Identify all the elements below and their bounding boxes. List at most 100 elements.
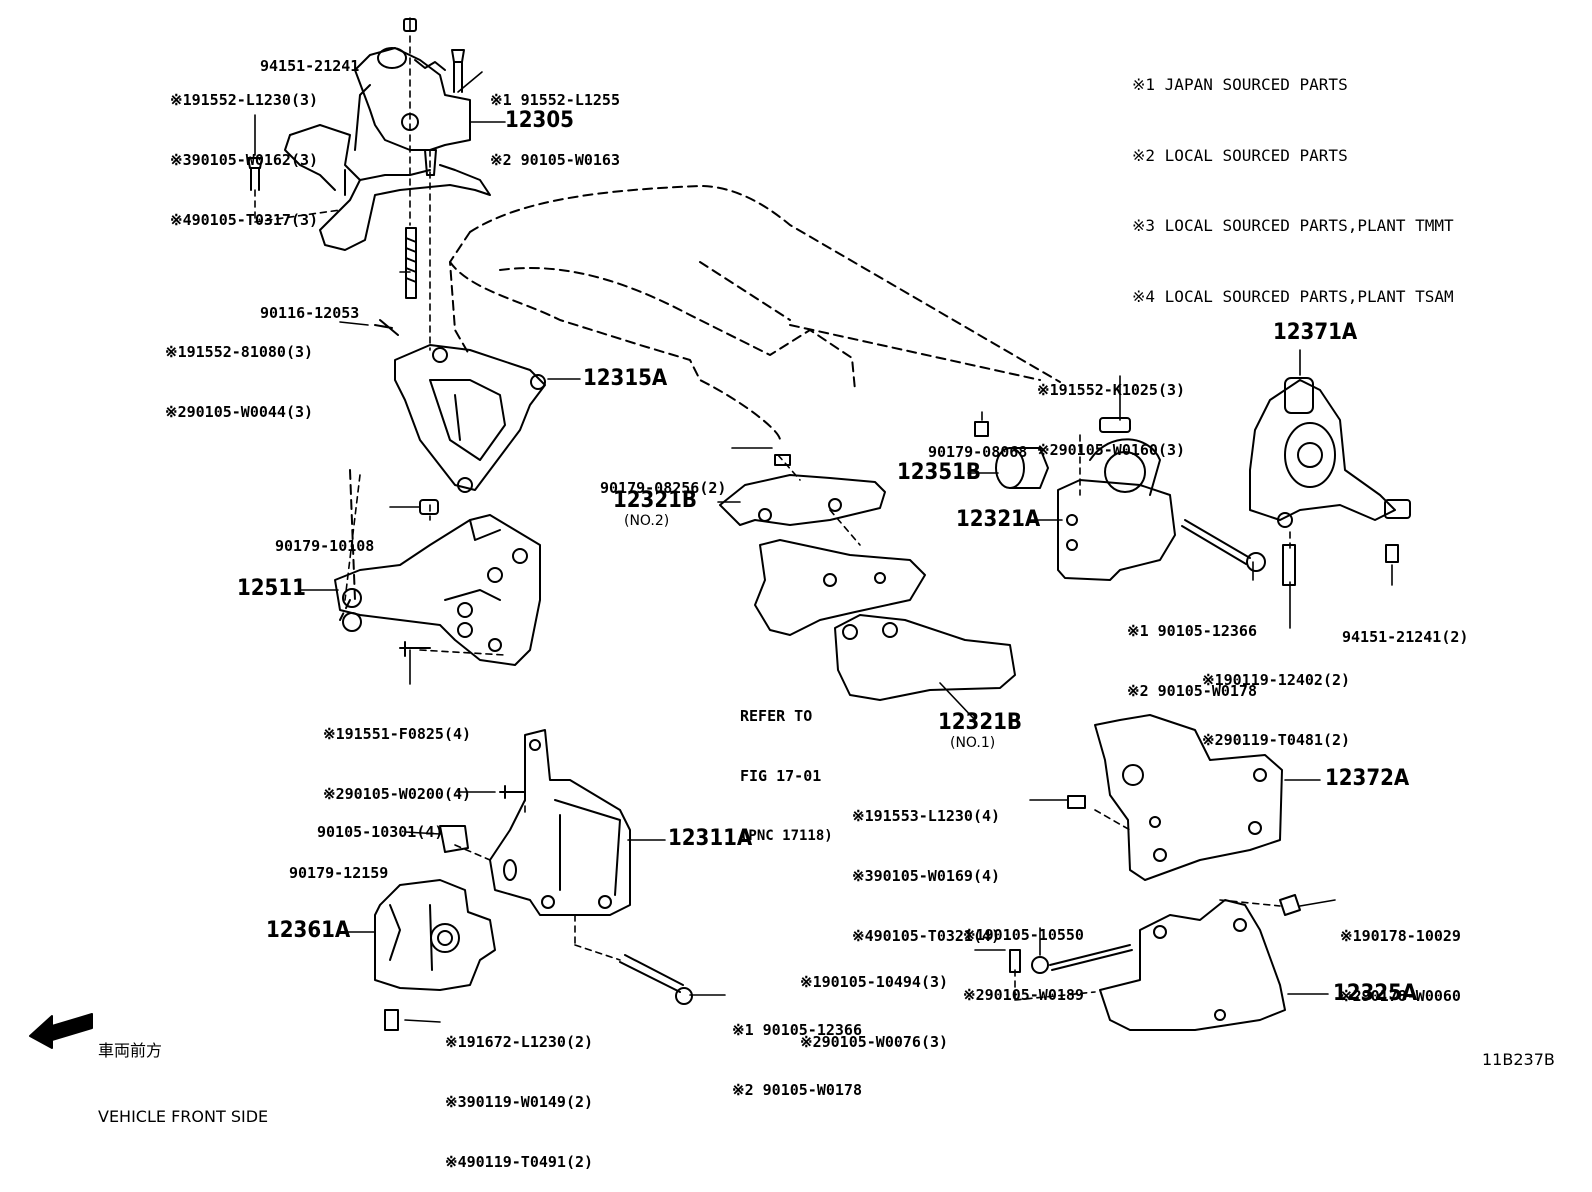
ref-12371A[interactable]: 12371A	[1273, 320, 1358, 345]
sub-label-no1: (NO.1)	[950, 735, 996, 751]
source-legend: ※1 JAPAN SOURCED PARTS ※2 LOCAL SOURCED …	[1132, 26, 1454, 332]
part-number[interactable]: ※290105-W0076(3)	[800, 1033, 949, 1051]
ref-12321B-no2[interactable]: 12321B	[613, 488, 697, 513]
ref-12372A[interactable]: 12372A	[1325, 766, 1410, 791]
part-number[interactable]: 94151-21241(2)	[1342, 628, 1469, 646]
part-number-callout[interactable]: ※191552-K1025(3) ※290105-W0160(3)	[1037, 340, 1185, 480]
bolts-12305	[247, 18, 465, 299]
part-number-callout[interactable]: 94151-21241	[260, 16, 359, 96]
part-number[interactable]: ※190105-10550	[963, 926, 1084, 944]
part-number[interactable]: ※1 90105-12366	[732, 1021, 862, 1039]
part-number-callout[interactable]: 90179-12159	[289, 823, 388, 903]
ref-12305[interactable]: 12305	[505, 108, 574, 133]
part-12325A-bracket	[1009, 894, 1301, 1031]
part-number[interactable]: 94151-21241	[260, 57, 360, 75]
part-number[interactable]: ※490105-T0321(4)	[852, 927, 1001, 945]
part-number-callout[interactable]: 94151-21241(2)	[1342, 587, 1468, 667]
ref-12321B-no1[interactable]: 12321B	[938, 710, 1022, 735]
ref-12361A[interactable]: 12361A	[266, 918, 351, 943]
part-number[interactable]: ※290105-W0160(3)	[1037, 441, 1186, 459]
vehicle-front-note: 車両前方 VEHICLE FRONT SIDE	[98, 996, 268, 1150]
ref-12311A[interactable]: 12311A	[668, 826, 753, 851]
part-number-callout[interactable]: 90116-12053	[260, 263, 359, 343]
part-number[interactable]: ※191552-81080(3)	[165, 343, 314, 361]
part-number-callout[interactable]: ※191552-L1230(3) ※390105-W0162(3) ※49010…	[170, 50, 318, 250]
part-number[interactable]: ※290178-W0060	[1340, 987, 1461, 1005]
part-number[interactable]: ※190119-12402(2)	[1202, 671, 1351, 689]
part-number[interactable]: ※190178-10029	[1340, 927, 1461, 945]
ref-12321A[interactable]: 12321A	[956, 507, 1041, 532]
part-number[interactable]: 90116-12053	[260, 304, 360, 322]
part-number[interactable]: ※190105-10494(3)	[800, 973, 949, 991]
part-number-callout[interactable]: ※1 91552-L1255 ※2 90105-W0163	[490, 50, 620, 190]
front-note-jp: 車両前方	[98, 1041, 163, 1060]
part-number-callout[interactable]: 90179-08068	[928, 402, 1027, 482]
diagram-code: 11B237B	[1482, 1050, 1555, 1069]
part-number[interactable]: 90179-10108	[275, 537, 375, 555]
part-number-callout[interactable]: ※190105-10550 ※290105-W0189	[963, 885, 1084, 1025]
part-number[interactable]: ※191552-L1230(3)	[170, 91, 319, 109]
part-number-callout[interactable]: ※191552-81080(3) ※290105-W0044(3)	[165, 302, 313, 442]
part-number[interactable]: ※191551-F0825(4)	[323, 725, 472, 743]
part-number-callout[interactable]: ※1 90105-12366 ※2 90105-W0178	[732, 980, 862, 1120]
part-number[interactable]: ※390119-W0149(2)	[445, 1093, 594, 1111]
part-number-callout[interactable]: ※191672-L1230(2) ※390119-W0149(2) ※49011…	[445, 992, 593, 1192]
part-number[interactable]: ※390105-W0162(3)	[170, 151, 319, 169]
part-12321B-no2	[719, 454, 886, 526]
ref-12511[interactable]: 12511	[237, 576, 306, 601]
part-number[interactable]: ※191672-L1230(2)	[445, 1033, 594, 1051]
part-number[interactable]: ※490105-T0317(3)	[170, 211, 319, 229]
engine-mount-exploded-diagram	[29, 17, 1411, 1049]
part-number-callout[interactable]: 90179-10108	[275, 496, 374, 576]
part-number[interactable]: 90179-08256(2)	[600, 479, 727, 497]
part-number[interactable]: ※290105-W0044(3)	[165, 403, 314, 421]
part-number-callout[interactable]: ※1 90105-12366 ※2 90105-W0178	[1127, 581, 1257, 721]
part-12321B-no1	[834, 614, 1016, 701]
part-number[interactable]: ※390105-W0169(4)	[852, 867, 1001, 885]
part-number-callout[interactable]: 90105-10301(4)	[317, 782, 443, 862]
refer-note-line: (PNC 17118)	[740, 828, 833, 844]
part-number-callout[interactable]: 90179-08256(2)	[600, 438, 726, 518]
part-number[interactable]: 90179-08068	[928, 443, 1028, 461]
part-number[interactable]: 90105-10301(4)	[317, 823, 444, 841]
refer-note-line: REFER TO	[740, 707, 813, 725]
part-12311A-bracket	[439, 729, 693, 1005]
part-number[interactable]: 90179-12159	[289, 864, 389, 882]
part-number[interactable]: ※2 90105-W0163	[490, 151, 620, 169]
part-number-callout[interactable]: ※191551-F0825(4) ※290105-W0200(4)	[323, 684, 471, 824]
part-12511-bracket	[334, 514, 541, 666]
sub-label-no2: (NO.2)	[624, 513, 670, 529]
part-number[interactable]: ※1 90105-12366	[1127, 622, 1257, 640]
legend-item: ※2 LOCAL SOURCED PARTS	[1132, 145, 1348, 165]
part-number-callout[interactable]: ※190119-12402(2) ※290119-T0481(2)	[1202, 630, 1350, 770]
leader-lines	[254, 17, 1393, 1023]
part-number[interactable]: ※290119-T0481(2)	[1202, 731, 1351, 749]
part-number[interactable]: ※2 90105-W0178	[1127, 682, 1257, 700]
legend-item: ※4 LOCAL SOURCED PARTS,PLANT TSAM	[1132, 286, 1454, 306]
vehicle-front-arrow-icon	[29, 1013, 93, 1049]
ref-12351B[interactable]: 12351B	[897, 460, 981, 485]
part-12315A-bracket	[374, 319, 546, 515]
part-number[interactable]: ※2 90105-W0178	[732, 1081, 862, 1099]
ref-12315A[interactable]: 12315A	[583, 366, 668, 391]
legend-item: ※1 JAPAN SOURCED PARTS	[1132, 75, 1348, 94]
part-12305-bracket	[284, 47, 491, 251]
part-number-callout[interactable]: ※190105-10494(3) ※290105-W0076(3)	[800, 932, 948, 1072]
part-number-callout[interactable]: ※191553-L1230(4) ※390105-W0169(4) ※49010…	[852, 766, 1000, 966]
part-number[interactable]: ※490119-T0491(2)	[445, 1153, 594, 1171]
ref-12325A[interactable]: 12325A	[1333, 981, 1418, 1006]
part-number[interactable]: ※290105-W0200(4)	[323, 785, 472, 803]
part-number[interactable]: ※290105-W0189	[963, 986, 1084, 1004]
part-number-callout[interactable]: ※190178-10029 ※290178-W0060	[1340, 886, 1461, 1026]
part-number[interactable]: ※1 91552-L1255	[490, 91, 620, 109]
legend-item: ※3 LOCAL SOURCED PARTS,PLANT TMMT	[1132, 216, 1454, 235]
refer-bracket	[754, 539, 926, 636]
part-number[interactable]: ※191552-K1025(3)	[1037, 381, 1186, 399]
part-12361A-mount	[374, 879, 496, 1031]
part-12372A-bracket	[1067, 714, 1283, 881]
part-12321A-bracket	[1057, 417, 1296, 586]
part-12351B-damper	[974, 421, 1049, 489]
refer-note[interactable]: REFER TO FIG 17-01 (PNC 17118)	[740, 666, 833, 866]
front-note-en: VEHICLE FRONT SIDE	[98, 1107, 269, 1126]
part-number[interactable]: ※191553-L1230(4)	[852, 807, 1001, 825]
